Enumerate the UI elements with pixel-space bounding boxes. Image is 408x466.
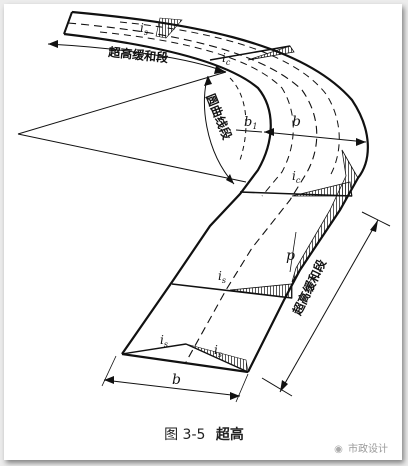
caption-title: 超高 [215, 427, 244, 443]
road-bottom-edge [121, 352, 249, 374]
transition-right-arrow-bottom [280, 380, 288, 392]
b-curve-dim [263, 131, 367, 143]
transition-right-tick-top [361, 211, 391, 227]
radius-line-upper [17, 71, 227, 135]
label-circular-curve: 圆曲线段 [203, 92, 235, 143]
transition-top-arrow-left [48, 40, 58, 48]
label-is-bottom-left: is [160, 333, 168, 349]
figure-caption: 图 3-5 超高 [0, 424, 408, 444]
watermark: ◉ 市政设计 [334, 440, 388, 455]
b-curve-arrow-right [356, 138, 366, 146]
figure-frame [4, 4, 402, 460]
section-top [209, 45, 291, 61]
label-b-curve: b [292, 114, 301, 130]
p-dim [289, 231, 297, 273]
b-bottom-tick-left [101, 355, 117, 387]
label-is-mid: is [218, 269, 226, 285]
centerline-dashed [67, 22, 318, 363]
section-bottom-left [121, 343, 187, 355]
road-inner-edge [63, 32, 272, 355]
label-b-bottom: b [172, 372, 181, 388]
top-hatch [155, 17, 183, 39]
widening-dashed [229, 77, 247, 161]
radius-line-lower [17, 133, 247, 183]
label-is-top: is [140, 21, 148, 37]
right-edge-hatch [291, 149, 359, 283]
outer-lane-dashed [119, 21, 340, 177]
transition-top-arrow-right [214, 66, 226, 74]
transition-top-arc [47, 43, 227, 73]
inner-lane-dashed [99, 31, 294, 197]
transition-right-dim-line [279, 219, 379, 393]
wechat-icon: ◉ [334, 444, 343, 455]
arc-arrow-bottom [226, 174, 234, 184]
watermark-text: 市政设计 [348, 444, 388, 455]
b1-dim [235, 129, 263, 133]
section-top-hatch [247, 45, 295, 61]
b-curve-arrow-left [264, 128, 274, 136]
label-transition-right-text: 超高缓和段 [289, 256, 330, 318]
transition-right-tick-bottom [261, 377, 293, 397]
section-mid-hatch [229, 283, 293, 299]
b-bottom-tick-right [235, 373, 249, 403]
label-p: p [286, 248, 295, 264]
bottom-hatch [185, 343, 249, 373]
b-bottom-dim [103, 379, 241, 397]
label-ic-mid: ic [292, 169, 301, 185]
label-is-bottom-right: is [214, 343, 222, 359]
arc-arrow-top [204, 76, 212, 86]
b-bottom-arrow-right [230, 392, 240, 400]
transition-right-arrow-top [370, 220, 378, 232]
label-transition-top: 超高缓和段 [107, 44, 170, 65]
caption-number: 图 3-5 [164, 427, 206, 443]
b-bottom-arrow-left [104, 376, 114, 384]
label-b1: b1 [244, 115, 257, 131]
label-ic-top: ic [222, 51, 231, 67]
